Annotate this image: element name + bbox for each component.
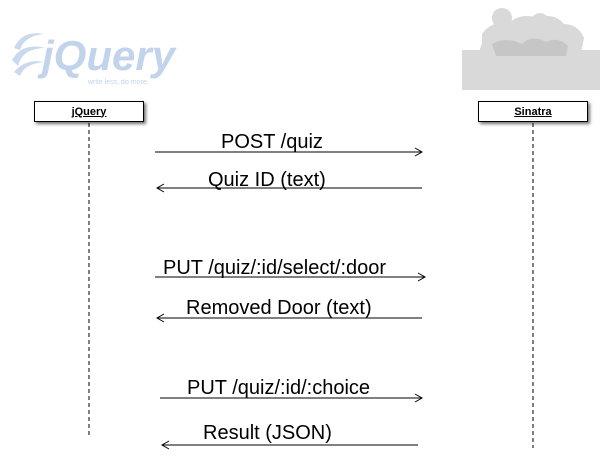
jquery-logo: jQuery write less, do more.	[12, 32, 178, 86]
message-arrowhead-2	[155, 183, 165, 193]
message-arrowhead-4	[155, 313, 165, 323]
jquery-logo-text: jQuery	[37, 32, 178, 80]
message-label-5: PUT /quiz/:id/:choice	[187, 377, 371, 399]
message-arrowhead-1	[414, 147, 424, 157]
message-label-1: POST /quiz	[221, 131, 323, 153]
message-label-4: Removed Door (text)	[186, 297, 372, 319]
message-label-3: PUT /quiz/:id/select/:door	[163, 257, 387, 279]
participant-jquery-label: jQuery	[71, 105, 107, 118]
participant-jquery: jQuery	[34, 101, 144, 122]
participant-sinatra: Sinatra	[478, 101, 588, 122]
participant-sinatra-label: Sinatra	[514, 105, 552, 118]
jquery-logo-tagline: write less, do more.	[87, 79, 149, 86]
message-arrowhead-6	[160, 440, 170, 450]
message-arrowhead-5	[414, 393, 424, 403]
message-label-2: Quiz ID (text)	[208, 169, 326, 191]
message-label-6: Result (JSON)	[203, 422, 332, 444]
message-arrowhead-3	[417, 272, 427, 282]
sinatra-logo	[462, 8, 600, 90]
